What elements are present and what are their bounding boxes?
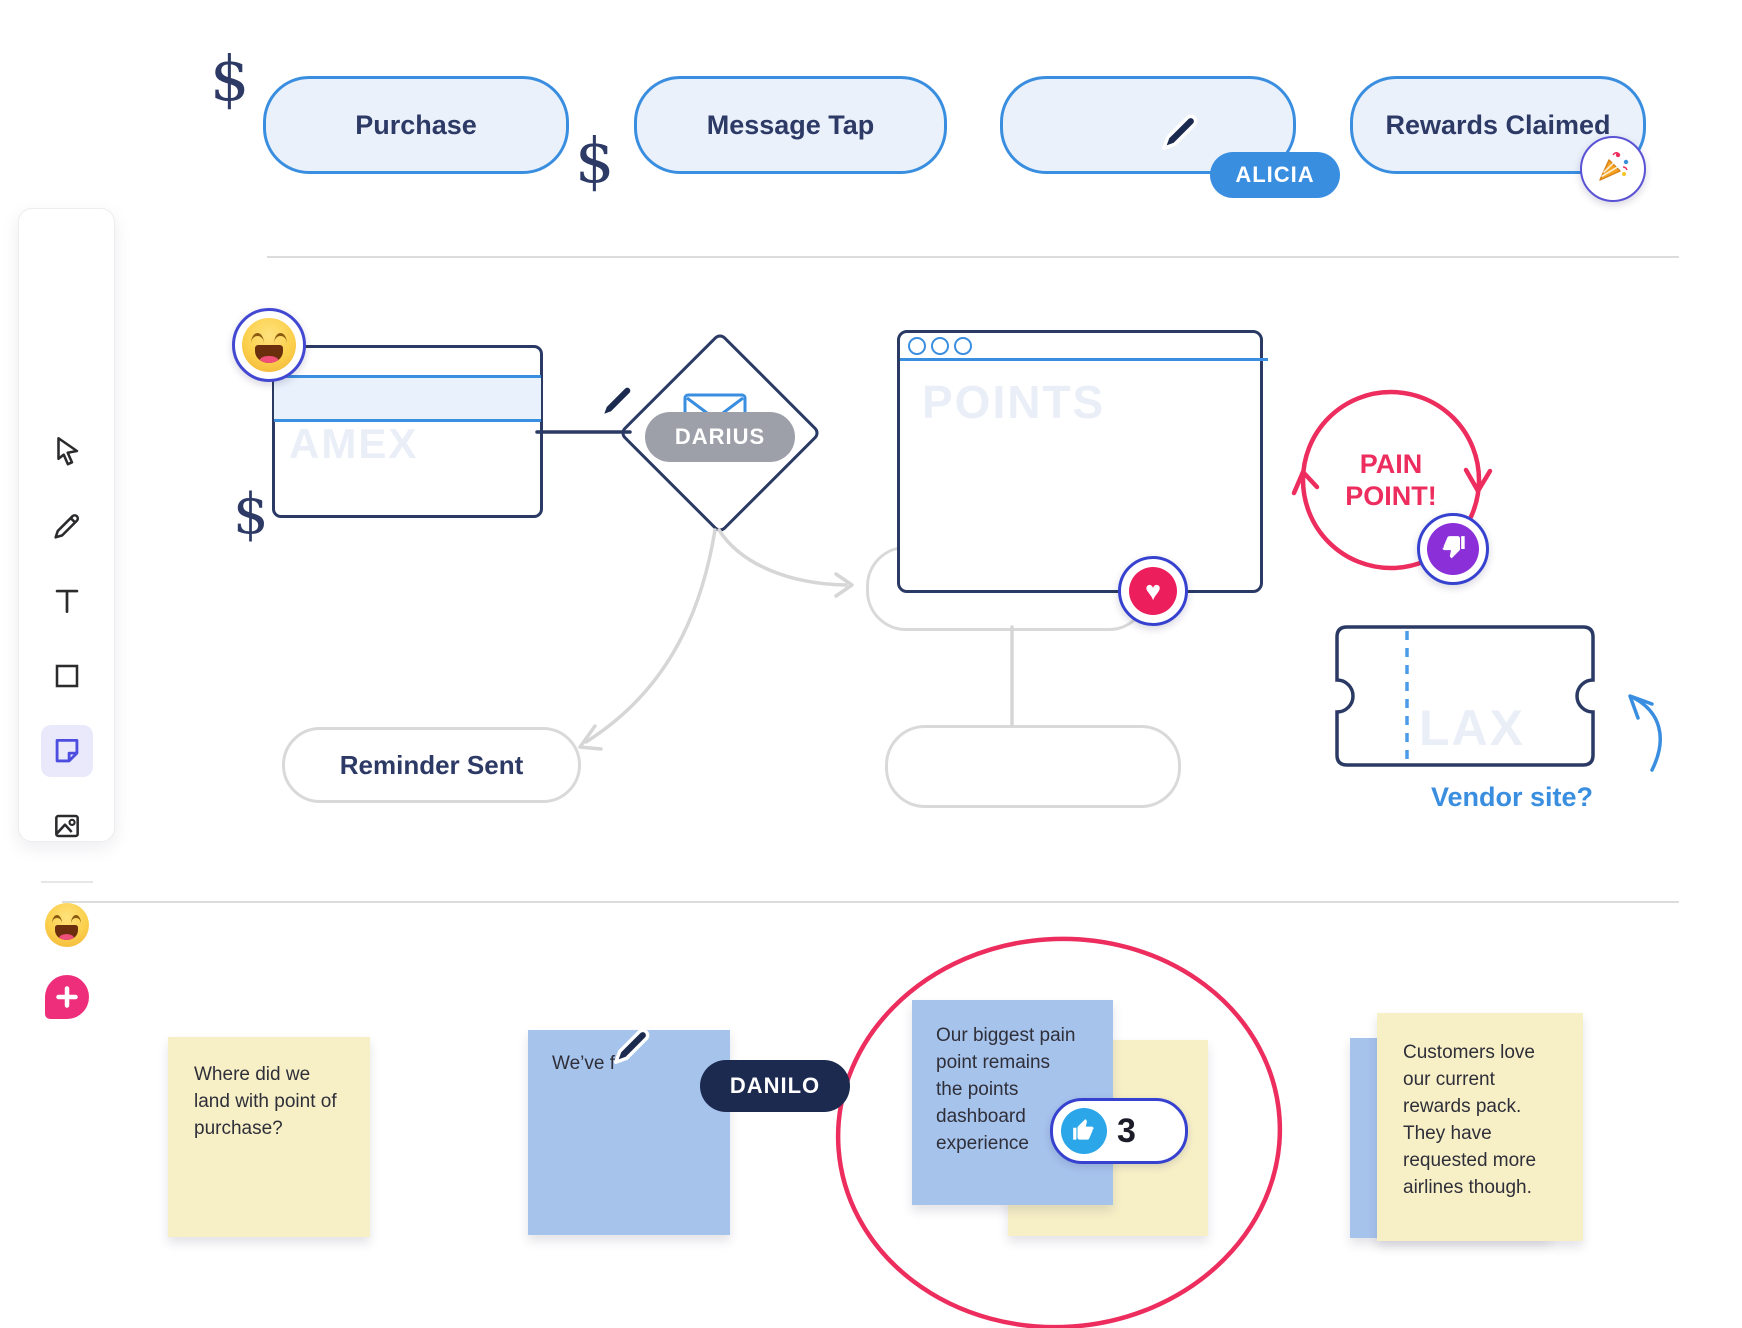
pencil-cursor-icon [1158, 108, 1204, 159]
sticky-note-tool-button[interactable] [40, 725, 93, 777]
arrowhead [578, 724, 603, 751]
arrowhead [834, 572, 854, 598]
points-watermark: POINTS [922, 376, 1106, 428]
amex-watermark: AMEX [289, 420, 419, 467]
connector-diamond-to-window [717, 528, 848, 587]
smiley-emoji-icon [44, 903, 89, 947]
sticky-note-icon [50, 734, 84, 768]
cursor-label-alicia: ALICIA [1210, 152, 1340, 198]
sticky-line: requested more [1403, 1150, 1537, 1171]
lax-watermark: LAX [1419, 700, 1525, 756]
sticky-line: Where did we [194, 1064, 311, 1085]
loop-arrowhead-up [1291, 469, 1320, 496]
sticky-line: rewards pack. [1403, 1096, 1522, 1117]
section-divider-top [267, 256, 1679, 258]
flow-node-message-tap[interactable]: Message Tap [634, 76, 947, 174]
flow-node-empty-bottom[interactable] [885, 725, 1181, 808]
text-tool-button[interactable] [41, 575, 93, 627]
image-tool-button[interactable] [41, 800, 93, 852]
pain-point-line2: POINT! [1345, 481, 1437, 511]
add-comment-button[interactable] [41, 971, 93, 1023]
pain-point-line1: PAIN [1359, 449, 1423, 479]
select-cursor-icon [50, 434, 84, 468]
pain-point-label[interactable]: PAIN POINT! [1331, 448, 1451, 512]
arrowhead [1628, 694, 1654, 720]
browser-dot-icon [954, 336, 972, 355]
sticky-line: They have [1403, 1123, 1492, 1144]
cursor-label-danilo: DANILO [700, 1060, 850, 1112]
rectangle-icon [51, 660, 83, 692]
sticky-note-purchase-question[interactable]: Where did we land with point of purchase… [168, 1037, 370, 1237]
connector-diamond-to-reminder [584, 528, 717, 744]
party-popper-emoji [1593, 147, 1633, 192]
flow-node-purchase[interactable]: Purchase [263, 76, 569, 174]
flow-node-label: Message Tap [706, 109, 875, 140]
pencil-cursor-icon [596, 378, 640, 427]
dollar-sign[interactable]: $ [575, 124, 615, 197]
flow-node-label: Purchase [355, 109, 477, 140]
flow-node-reminder-sent[interactable]: Reminder Sent [282, 727, 581, 803]
text-icon [50, 584, 84, 618]
heart-icon: ♥ [1129, 567, 1177, 615]
vendor-site-label[interactable]: Vendor site? [1430, 782, 1594, 812]
likes-count: 3 [1117, 1111, 1136, 1150]
dollar-sign[interactable]: $ [210, 42, 250, 115]
sticky-line: point remains [936, 1052, 1051, 1073]
flow-node-label: Rewards Claimed [1385, 109, 1611, 140]
sticky-line: Customers love [1403, 1042, 1535, 1063]
sticky-line: airlines though. [1403, 1177, 1532, 1198]
sticky-line: purchase? [194, 1118, 283, 1139]
emoji-tool-button[interactable] [41, 899, 93, 951]
smiley-face-emoji [242, 318, 296, 372]
cursor-name: DANILO [729, 1073, 821, 1098]
thumbs-down-badge[interactable] [1417, 513, 1489, 585]
thumbs-down-icon [1427, 523, 1479, 575]
pencil-icon [50, 509, 84, 543]
loop-arrowhead-down [1463, 467, 1493, 494]
thumbs-up-icon [1061, 1108, 1107, 1154]
shape-tool-button[interactable] [41, 650, 93, 702]
party-popper-emoji-badge[interactable] [1580, 136, 1646, 202]
browser-dot-icon [931, 336, 949, 355]
add-comment-icon [44, 975, 89, 1019]
flow-node-label: Reminder Sent [339, 749, 524, 780]
points-browser-shape[interactable]: POINTS [897, 330, 1268, 593]
cursor-name: ALICIA [1235, 162, 1315, 187]
smiley-emoji-badge[interactable] [232, 308, 306, 382]
toolbar-divider [41, 881, 93, 883]
dollar-sign[interactable]: $ [233, 482, 269, 547]
image-icon [51, 810, 83, 842]
toolbar [18, 208, 115, 1019]
cursor-label-darius: DARIUS [645, 412, 795, 462]
vendor-arrow [1632, 696, 1662, 772]
pencil-cursor-icon [610, 1022, 656, 1073]
amex-card-shape[interactable]: AMEX [272, 345, 543, 518]
cursor-name: DARIUS [674, 424, 766, 449]
select-tool-button[interactable] [41, 425, 93, 477]
sticky-line: land with point of [194, 1091, 337, 1112]
heart-badge[interactable]: ♥ [1118, 556, 1188, 626]
lax-ticket-shape[interactable]: LAX [1335, 625, 1595, 772]
sticky-line: Our biggest pain [936, 1025, 1076, 1046]
likes-badge[interactable]: 3 [1050, 1098, 1188, 1164]
sticky-line: our current [1403, 1069, 1495, 1090]
sticky-note-typing[interactable]: We’ve f [528, 1030, 730, 1235]
browser-titlebar [900, 333, 1268, 361]
section-divider-bottom [62, 901, 1679, 903]
sticky-line: We’ve f [552, 1053, 616, 1074]
draw-tool-button[interactable] [41, 500, 93, 552]
browser-dot-icon [908, 336, 926, 355]
card-stripe [274, 375, 541, 422]
sticky-note-customers[interactable]: Customers love our current rewards pack.… [1377, 1013, 1583, 1241]
sticky-line: the points [936, 1079, 1019, 1100]
